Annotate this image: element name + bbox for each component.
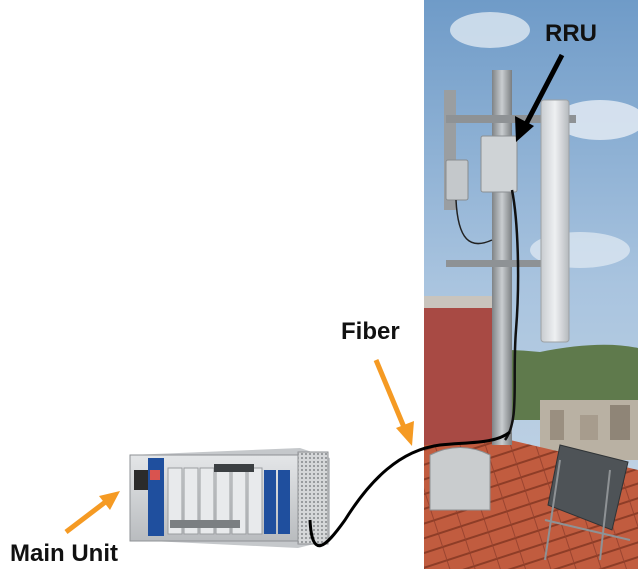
fiber-cable [308,430,511,547]
fiber-arrow [373,359,414,446]
site-photo [424,0,638,569]
main-unit-arrow [64,491,120,534]
roof-panel [547,444,629,531]
main-unit-rack [129,448,330,548]
rru-label: RRU [545,20,597,47]
mast-cable [503,189,520,441]
mast [492,70,512,445]
fiber-label: Fiber [341,318,400,345]
slot-cards [167,467,263,535]
main-unit-label: Main Unit [10,540,118,567]
building-wall [424,305,504,445]
rru-box [480,135,518,193]
rru-arrow [515,53,565,142]
antenna-panel [540,99,570,343]
control-board [148,458,164,536]
